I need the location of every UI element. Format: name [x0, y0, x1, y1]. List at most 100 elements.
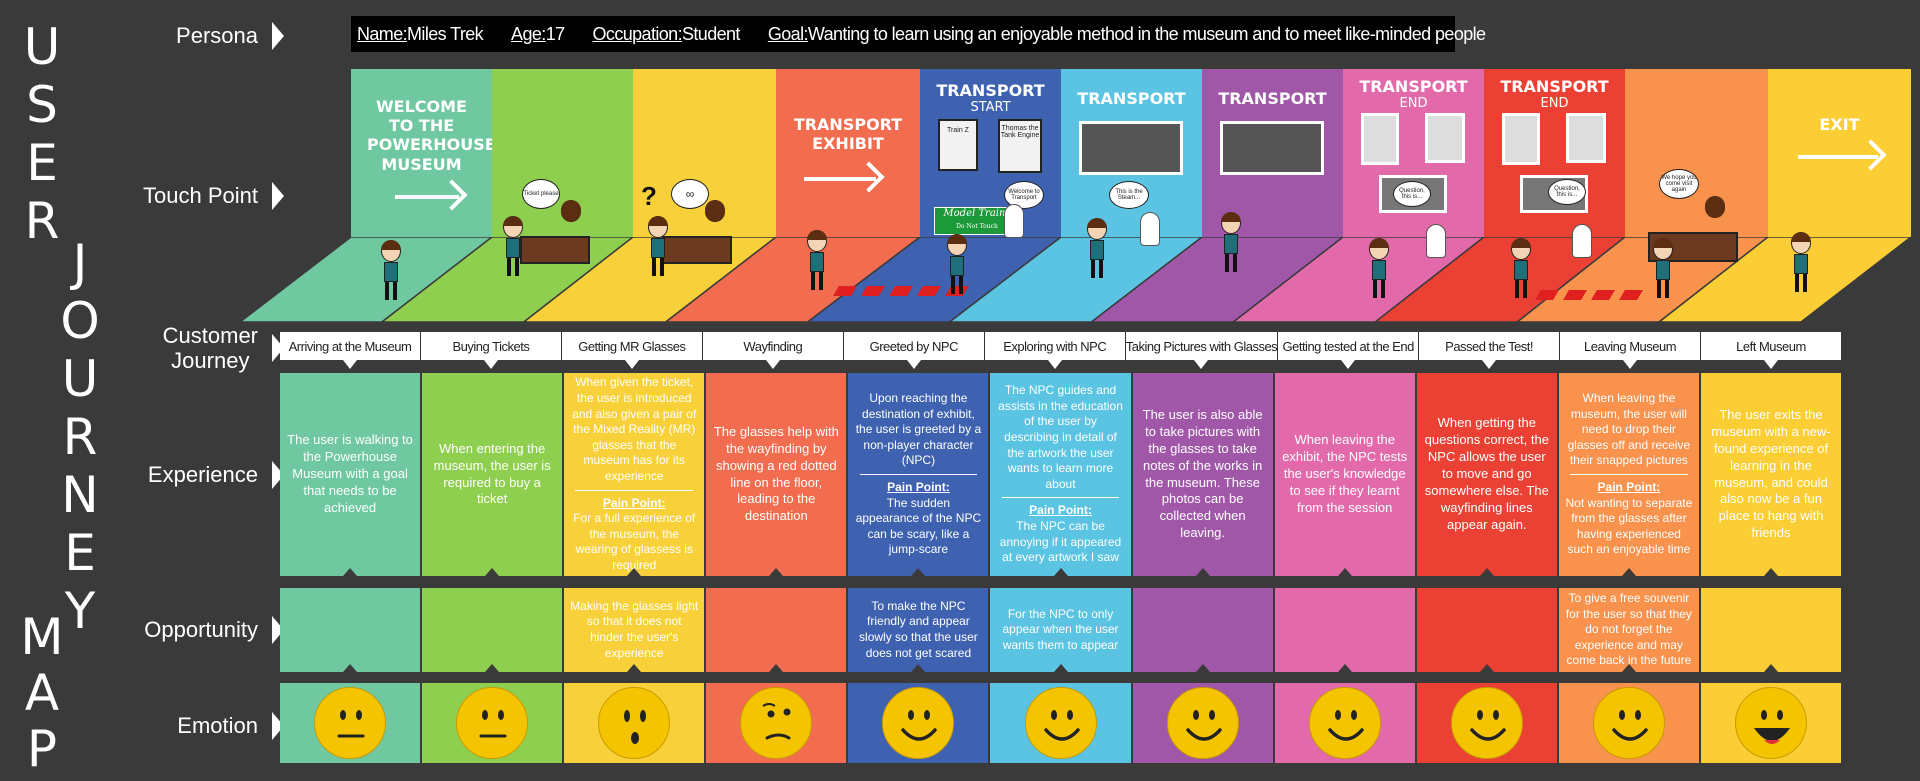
title-letter: E	[26, 134, 58, 192]
panel-title: WELCOME TO THE POWERHOUSE MUSEUM	[367, 97, 496, 174]
experience-text: The user exits the museum with a new-fou…	[1711, 406, 1831, 541]
pain-point-label: Pain Point:	[1029, 503, 1092, 518]
user-figure	[1508, 238, 1534, 298]
happy-face-icon	[1308, 687, 1381, 759]
opportunity-cell	[280, 588, 423, 672]
question-mark-icon: ?	[641, 181, 657, 211]
title-letter: A	[24, 664, 60, 722]
row-label-text: Touch Point	[143, 183, 258, 209]
experience-cell: When entering the museum, the user is re…	[422, 373, 565, 576]
experience-text: When entering the museum, the user is re…	[433, 440, 551, 507]
pain-point-label: Pain Point:	[602, 495, 666, 510]
user-figure	[1218, 212, 1244, 272]
opportunity-cell: Making the glasses light so that it does…	[564, 588, 707, 672]
title-letter: M	[20, 608, 64, 666]
user-figure	[1788, 232, 1814, 292]
opportunity-row: Making the glasses light so that it does…	[280, 588, 1842, 672]
pain-point-text: The sudden appearance of the NPC can be …	[855, 495, 982, 557]
pain-point-text: For a full experience of the museum, the…	[573, 511, 696, 572]
title-letter: Y	[64, 582, 96, 640]
user-figure	[378, 240, 404, 300]
row-label-touch-point: Touch Point	[120, 178, 290, 214]
user-figure	[1366, 238, 1392, 298]
divider	[1569, 474, 1688, 475]
photo-frame	[1425, 113, 1465, 163]
panel-title: TRANSPORT	[1218, 89, 1327, 108]
photo-frame	[1361, 113, 1399, 165]
emotion-row	[280, 683, 1842, 763]
title-letter: P	[26, 720, 58, 778]
opportunity-text: To give a free souvenir for the user so …	[1565, 591, 1692, 668]
pain-point-label: Pain Point:	[1597, 480, 1661, 494]
npc-ghost	[1140, 212, 1160, 246]
emotion-cell	[1132, 683, 1275, 763]
experience-row: The user is walking to the Powerhouse Mu…	[280, 373, 1842, 576]
ticket-desk	[520, 236, 590, 264]
happy-face-icon	[1450, 687, 1523, 759]
experience-text: When given the ticket, the user is intro…	[572, 375, 697, 483]
glasses-bubble: ∞	[671, 179, 709, 209]
journey-step: Left Museum	[1701, 332, 1841, 369]
row-label-text: Experience	[147, 462, 258, 488]
title-letter: O	[60, 292, 100, 350]
row-label-persona: Persona	[120, 18, 290, 54]
opportunity-cell	[1700, 588, 1842, 672]
divider	[1001, 497, 1120, 499]
train-photo	[1220, 121, 1324, 175]
experience-cell: The user is also able to take pictures w…	[1132, 373, 1275, 576]
npc-ghost	[1004, 204, 1024, 238]
journey-step: Getting MR Glasses	[561, 332, 703, 369]
opportunity-text: Making the glasses light so that it does…	[570, 598, 699, 660]
row-label-text: Opportunity	[144, 617, 258, 643]
opportunity-cell	[1132, 588, 1275, 672]
panel-exit: EXIT	[1768, 69, 1911, 237]
user-figure	[804, 230, 830, 290]
emotion-cell	[1700, 683, 1842, 763]
emotion-cell	[1274, 683, 1417, 763]
persona-name: Miles Trek	[407, 23, 484, 44]
persona-goal: Wanting to learn using an enjoyable meth…	[807, 23, 1486, 44]
speech-bubble: Ticket please	[522, 179, 560, 209]
user-figure	[645, 216, 671, 276]
pain-point-text: Not wanting to separate from the glasses…	[1565, 495, 1693, 557]
user-figure	[944, 234, 970, 294]
panel-title: TRANSPORT EXHIBIT	[793, 115, 903, 154]
persona-age: 17	[545, 23, 565, 44]
experience-cell: The user is walking to the Powerhouse Mu…	[280, 373, 423, 576]
speech-bubble: Question, this is...	[1393, 181, 1431, 207]
experience-cell: The glasses help with the wayfinding by …	[706, 373, 849, 576]
speech-bubble: This is the Steam...	[1109, 181, 1149, 209]
experience-text: When leaving the exhibit, the NPC tests …	[1282, 432, 1408, 515]
row-label-text: Persona	[176, 23, 258, 49]
triangle-icon	[272, 182, 284, 210]
divider	[575, 489, 694, 491]
journey-step: Exploring with NPC	[984, 332, 1126, 369]
journey-step: Getting tested at the End	[1278, 332, 1420, 369]
opportunity-cell	[422, 588, 565, 672]
panel-glasses: ∞ ?	[633, 69, 776, 237]
panel-exhibit: TRANSPORT EXHIBIT	[776, 69, 920, 237]
opportunity-cell	[706, 588, 849, 672]
experience-text: Upon reaching the destination of exhibit…	[855, 391, 982, 468]
photo-frame	[1502, 113, 1540, 165]
panel-title: EXIT	[1819, 115, 1860, 134]
title-letter: U	[61, 350, 99, 408]
picture-frame: Thomas the Tank Engine	[998, 119, 1042, 173]
persona-name-key: Name:	[357, 23, 408, 44]
opportunity-cell: To make the NPC friendly and appear slow…	[848, 588, 991, 672]
experience-cell: When getting the questions correct, the …	[1416, 373, 1559, 576]
experience-text: The user is also able to take pictures w…	[1142, 406, 1263, 541]
opportunity-cell: For the NPC to only appear when the user…	[990, 588, 1133, 672]
divider	[859, 474, 978, 475]
floor-strip	[1656, 236, 1914, 323]
joy-face-icon	[1734, 687, 1807, 759]
experience-cell: When leaving the exhibit, the NPC tests …	[1274, 373, 1417, 576]
title-letter: S	[26, 76, 58, 134]
emotion-cell	[1416, 683, 1559, 763]
opportunity-cell	[1416, 588, 1559, 672]
